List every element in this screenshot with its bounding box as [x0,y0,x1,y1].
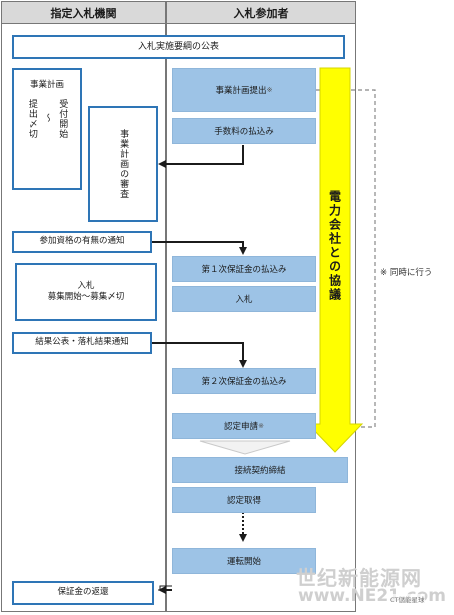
left-column [1,1,166,612]
first-deposit-box: 第１次保証金の払込み [172,256,316,282]
right-column-header: 入札参加者 [167,2,355,24]
result-notice-box: 結果公表・落札結果通知 [12,332,152,354]
right-column [166,1,356,612]
deposit-return-box: 保証金の返還 [12,581,154,605]
plan-submit-mark: ※ [266,86,273,94]
arrow-result-to-second-deposit [152,342,247,368]
plan-review-text: 事業計画の審査 [118,129,129,199]
cert-apply-mark: ※ [258,422,264,430]
watermark-site-name: 世纪新能源网 [296,566,422,590]
plan-submit-box: 事業計画提出※ [172,68,316,112]
arrow-notice-to-first-deposit [152,241,247,255]
plan-receipt-box: 事業計画 受付開始 〜 提出〆切 [12,68,82,190]
utility-consultation-text: 電力会社との協議 [327,190,342,302]
plan-receipt-title: 事業計画 [29,80,64,90]
qualification-notice-box: 参加資格の有無の通知 [12,231,152,253]
plan-receipt-start-text: 受付開始 [57,99,68,140]
plan-receipt-wave-text: 〜 [42,113,53,124]
arrow-fee-to-review [158,145,244,168]
announce-box: 入札実施要綱の公表 [12,35,345,59]
fee-payment-box: 手数料の払込み [172,118,316,144]
chevron-down-icon [199,440,291,455]
simultaneous-note: ※ 同時に行う [380,268,433,278]
plan-submit-label: 事業計画提出 [215,86,267,96]
left-column-header: 指定入札機関 [2,2,165,24]
cert-apply-box: 認定申請※ [172,413,316,439]
operation-start-box: 運転開始 [172,548,316,574]
bid-recruit-line2: 募集開始〜募集〆切 [47,292,125,302]
cert-apply-label: 認定申請 [224,422,259,432]
utility-arrow-shape [306,67,364,453]
cert-acquire-box: 認定取得 [172,487,316,513]
second-deposit-box: 第２次保証金の払込み [172,368,316,394]
bid-recruit-line1: 入札 [77,280,95,291]
watermark-badge: CT儲能星球 [390,594,425,604]
utility-consultation-label: 電力会社との協議 [320,190,350,340]
plan-receipt-deadline-text: 提出〆切 [26,99,37,140]
grid-contract-box: 接続契約締結 [172,457,348,483]
bid-box: 入札 [172,286,316,312]
bid-recruit-box: 入札 募集開始〜募集〆切 [15,263,157,321]
plan-review-box: 事業計画の審査 [88,106,158,222]
